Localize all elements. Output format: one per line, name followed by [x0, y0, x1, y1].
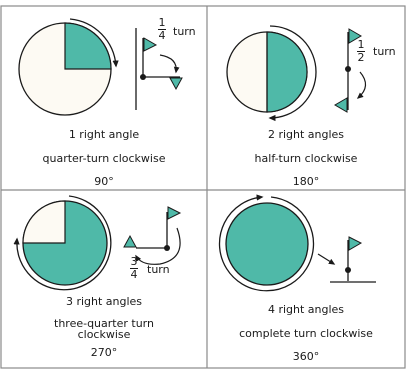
half-degrees: 180°	[292, 175, 320, 188]
three-quarter-turn-word: turn	[147, 263, 170, 276]
half-fraction: 1 2	[357, 39, 365, 64]
half-turn-cell	[226, 25, 367, 122]
full-flag	[348, 236, 363, 251]
quarter-flag-end	[169, 77, 183, 91]
half-shaded-sector	[266, 31, 308, 113]
three-quarter-flag-end	[123, 234, 137, 248]
quarter-degrees: 90°	[94, 175, 114, 188]
quarter-pivot-dot	[140, 74, 146, 80]
full-turn-cell	[218, 194, 376, 292]
quarter-caption: 1 right angle quarter-turn clockwise 90°	[2, 128, 206, 189]
full-rotation-arrow	[218, 194, 315, 292]
half-rotation-arrow	[268, 25, 317, 122]
three-quarter-flag-arrow	[135, 227, 181, 265]
three-quarter-description-line1: three-quarter turn	[54, 317, 154, 330]
half-description: half-turn clockwise	[254, 152, 358, 165]
half-right-angles: 2 right angles	[267, 128, 345, 141]
quarter-shaded-sector	[64, 22, 112, 70]
full-pivot-dot	[345, 267, 351, 273]
full-description: complete turn clockwise	[239, 327, 373, 340]
three-quarter-unshaded-sector	[22, 200, 66, 244]
full-caption: 4 right angles complete turn clockwise 3…	[208, 303, 404, 364]
three-quarter-fraction-numerator: 3	[130, 255, 138, 268]
three-quarter-right-angles: 3 right angles	[65, 295, 143, 308]
full-degrees: 360°	[292, 350, 320, 363]
three-quarter-turn-cell	[13, 195, 182, 291]
quarter-rotation-arrow	[69, 18, 119, 68]
quarter-fraction: 1 4	[158, 17, 166, 42]
full-right-angles: 4 right angles	[267, 303, 345, 316]
half-caption: 2 right angles half-turn clockwise 180°	[208, 128, 404, 189]
three-quarter-pivot-dot	[164, 245, 170, 251]
quarter-turn-word: turn	[173, 25, 196, 38]
quarter-fraction-numerator: 1	[158, 16, 166, 29]
half-pivot-dot	[345, 66, 351, 72]
three-quarter-fraction: 3 4	[130, 256, 138, 281]
half-fraction-numerator: 1	[357, 38, 365, 51]
three-quarter-rotation-arrow	[13, 195, 112, 291]
full-circle	[225, 202, 309, 286]
quarter-turn-cell	[18, 18, 183, 116]
quarter-description: quarter-turn clockwise	[42, 152, 166, 165]
quarter-fraction-denominator: 4	[158, 29, 166, 42]
grid-frame	[0, 5, 406, 369]
half-flag-arrow	[356, 71, 367, 99]
full-flag-arrow	[317, 253, 336, 265]
half-flag-start	[348, 28, 362, 44]
three-quarter-flag-start	[167, 206, 182, 220]
half-flag-end	[334, 97, 348, 113]
quarter-flag-arrow	[159, 54, 180, 74]
three-quarter-caption: 3 right angles three-quarter turn clockw…	[2, 295, 206, 360]
quarter-right-angles: 1 right angle	[68, 128, 140, 141]
three-quarter-description-line2: clockwise	[77, 328, 131, 341]
three-quarter-degrees: 270°	[90, 346, 118, 359]
three-quarter-fraction-denominator: 4	[130, 268, 138, 281]
quarter-flag-start	[143, 37, 158, 52]
half-turn-word: turn	[373, 45, 396, 58]
half-fraction-denominator: 2	[357, 51, 365, 64]
